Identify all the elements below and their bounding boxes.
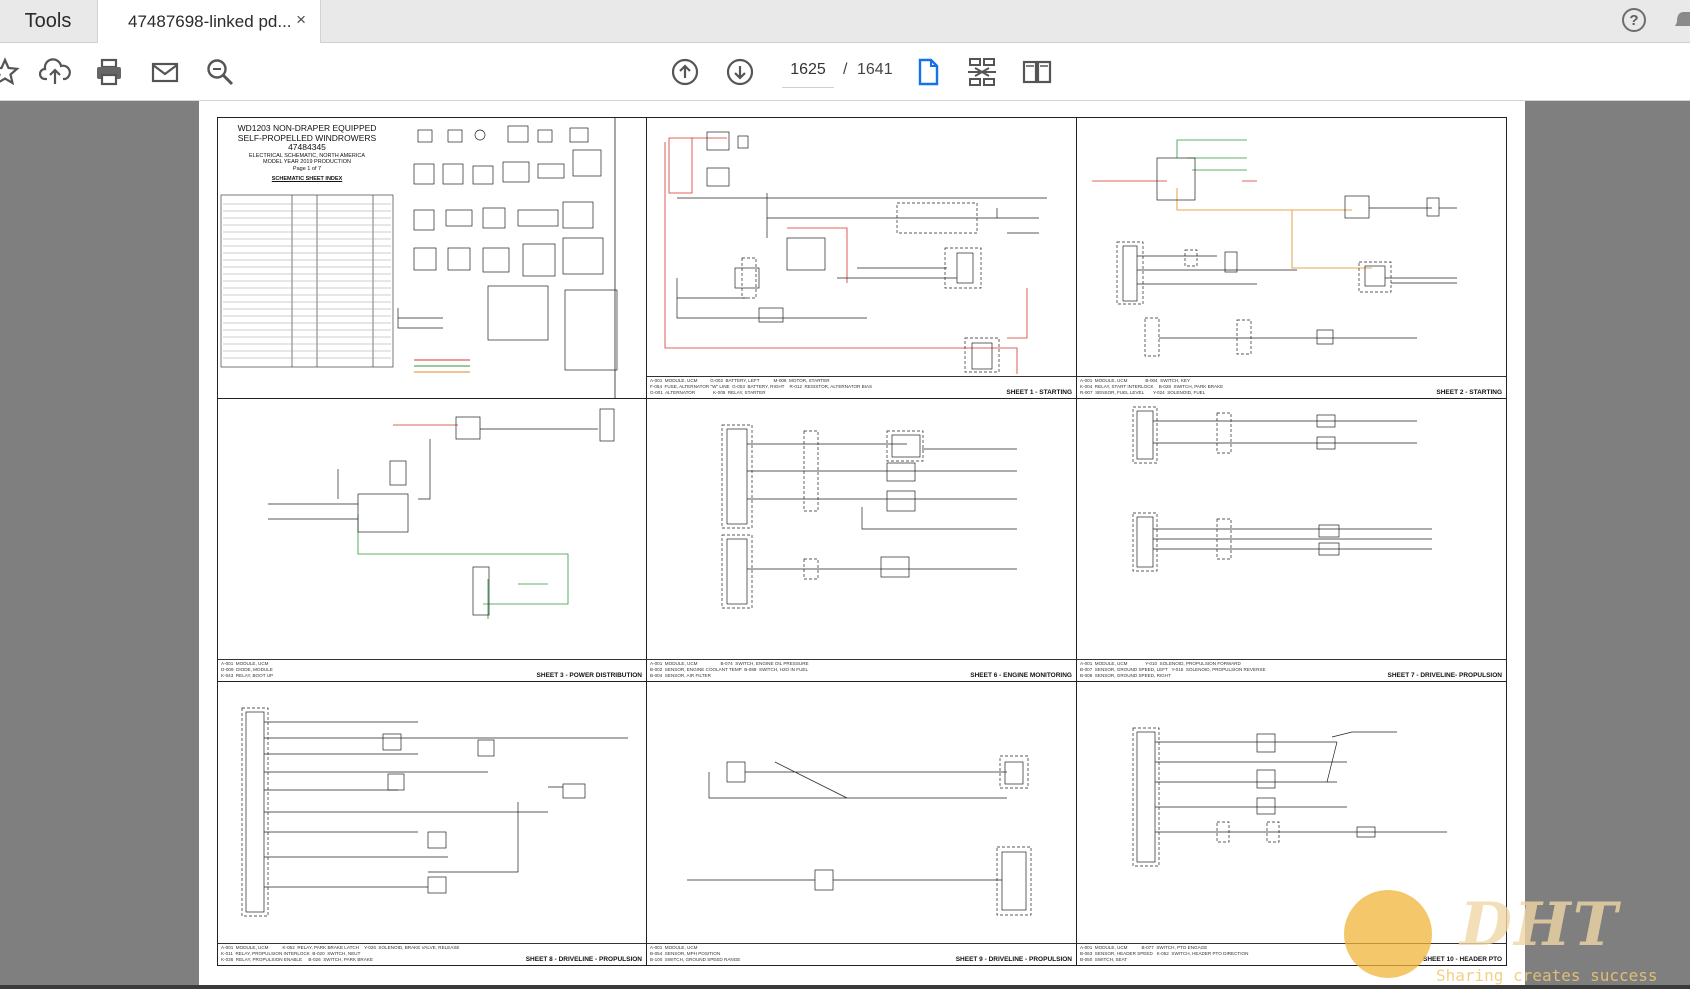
- close-icon[interactable]: ×: [296, 10, 306, 29]
- star-icon[interactable]: [0, 55, 22, 89]
- cover-sub-1: ELECTRICAL SCHEMATIC, NORTH AMERICA: [248, 152, 366, 159]
- single-page-icon[interactable]: [911, 55, 945, 89]
- sheet-8-legend: A-001 MODULE, UCM K-052 RELAY, PARK BRAK…: [221, 945, 460, 962]
- mail-icon[interactable]: [148, 55, 182, 89]
- sheet-8-footer: A-001 MODULE, UCM K-052 RELAY, PARK BRAK…: [218, 943, 646, 965]
- watermark-brand: DHT: [1460, 890, 1620, 960]
- document-viewport[interactable]: WD1203 NON-DRAPER EQUIPPED SELF-PROPELLE…: [0, 101, 1690, 989]
- sheet-8-title: SHEET 8 - DRIVELINE - PROPULSION: [525, 956, 642, 963]
- sheet-6: A-001 MODULE, UCM B-074 SWITCH, ENGINE O…: [646, 398, 1077, 682]
- tab-document[interactable]: 47487698-linked pd... ×: [97, 0, 321, 43]
- sheet-2-legend: A-001 MODULE, UCM B-004 SWITCH, KEY K-00…: [1080, 378, 1224, 395]
- two-page-icon[interactable]: [1020, 55, 1054, 89]
- sheet-9-footer: A-001 MODULE, UCM B-054 SENSOR, MPH POSI…: [647, 943, 1076, 965]
- cover-sub-2: MODEL YEAR 2019 PRODUCTION: [262, 159, 352, 165]
- sheet-1-title: SHEET 1 - STARTING: [1006, 389, 1072, 396]
- tab-document-label: 47487698-linked pd...: [128, 11, 292, 31]
- tab-bar: Tools 47487698-linked pd... × ?: [0, 0, 1690, 43]
- sheet-1-schematic: [664, 131, 1047, 374]
- sheet-3-schematic: [268, 408, 615, 619]
- index-heading: SCHEMATIC SHEET INDEX: [271, 176, 343, 182]
- sheet-3-title: SHEET 3 - POWER DISTRIBUTION: [536, 672, 642, 679]
- sheet-8-schematic: [241, 707, 628, 917]
- dht-watermark: DHT Sharing creates success: [1340, 890, 1690, 989]
- sheet-3-footer: A-001 MODULE, UCM D-009 DIODE, MODULE K-…: [218, 659, 646, 681]
- sheet-8: A-001 MODULE, UCM K-052 RELAY, PARK BRAK…: [217, 681, 647, 966]
- sheet-9-title: SHEET 9 - DRIVELINE - PROPULSION: [955, 956, 1072, 963]
- sheet-2-schematic: [1092, 139, 1457, 357]
- sheet-2: A-001 MODULE, UCM B-004 SWITCH, KEY K-00…: [1076, 117, 1507, 399]
- watermark-slogan: Sharing creates success: [1436, 966, 1658, 985]
- sheet-2-title: SHEET 2 - STARTING: [1436, 389, 1502, 396]
- sheet-1-legend: A-001 MODULE, UCM G-002 BATTERY, LEFT M-…: [650, 378, 873, 395]
- sheet-10-legend: A-001 MODULE, UCM B-077 SWITCH, PTO ENGA…: [1080, 945, 1249, 962]
- page-number-input[interactable]: 1625: [782, 53, 834, 88]
- total-pages: 1641: [857, 61, 893, 78]
- sheet-7-footer: A-001 MODULE, UCM Y-010 SOLENOID, PROPUL…: [1077, 659, 1506, 681]
- page-up-icon[interactable]: [668, 55, 702, 89]
- sheet-2-footer: A-001 MODULE, UCM B-004 SWITCH, KEY K-00…: [1077, 376, 1506, 398]
- sheet-9-schematic: [687, 755, 1032, 916]
- page-down-icon[interactable]: [723, 55, 757, 89]
- pdf-page: WD1203 NON-DRAPER EQUIPPED SELF-PROPELLE…: [199, 101, 1525, 987]
- sheet-10-title: SHEET 10 - HEADER PTO: [1423, 956, 1502, 963]
- cover-drawing: [220, 118, 618, 398]
- sheet-6-legend: A-001 MODULE, UCM B-074 SWITCH, ENGINE O…: [650, 661, 809, 678]
- cover-title-3: 47484345: [288, 142, 326, 152]
- sheet-7-legend: A-001 MODULE, UCM Y-010 SOLENOID, PROPUL…: [1080, 661, 1266, 678]
- cover-title-2: SELF-PROPELLED WINDROWERS: [237, 132, 377, 143]
- sheet-1-footer: A-001 MODULE, UCM G-002 BATTERY, LEFT M-…: [647, 376, 1076, 398]
- sheet-7-title: SHEET 7 - DRIVELINE- PROPULSION: [1387, 672, 1503, 679]
- sheet-10-schematic: [1132, 727, 1447, 867]
- sheet-9: A-001 MODULE, UCM B-054 SENSOR, MPH POSI…: [646, 681, 1077, 966]
- dht-logo-icon: [1344, 890, 1432, 978]
- sheet-1: A-001 MODULE, UCM G-002 BATTERY, LEFT M-…: [646, 117, 1077, 399]
- bell-icon[interactable]: [1674, 8, 1690, 32]
- sheet-6-title: SHEET 6 - ENGINE MONITORING: [970, 672, 1072, 679]
- help-icon[interactable]: ?: [1622, 8, 1646, 32]
- cover-title-1: WD1203 NON-DRAPER EQUIPPED: [237, 123, 377, 133]
- cover-sheet: WD1203 NON-DRAPER EQUIPPED SELF-PROPELLE…: [217, 117, 647, 399]
- sheet-7: A-001 MODULE, UCM Y-010 SOLENOID, PROPUL…: [1076, 398, 1507, 682]
- taskbar-strip: [0, 985, 1690, 989]
- toolbar: 1625 / 1641: [0, 43, 1690, 101]
- zoom-icon[interactable]: [203, 55, 237, 89]
- fit-page-icon[interactable]: [965, 55, 999, 89]
- sheet-6-footer: A-001 MODULE, UCM B-074 SWITCH, ENGINE O…: [647, 659, 1076, 681]
- cover-title-block: WD1203 NON-DRAPER EQUIPPED SELF-PROPELLE…: [218, 123, 396, 182]
- sheet-10-footer: A-001 MODULE, UCM B-077 SWITCH, PTO ENGA…: [1077, 943, 1506, 965]
- cover-sub-3: Page 1 of 7: [292, 165, 322, 172]
- sheet-6-schematic: [721, 424, 1017, 609]
- sheet-9-legend: A-001 MODULE, UCM B-054 SENSOR, MPH POSI…: [650, 945, 741, 962]
- tab-tools[interactable]: Tools: [0, 0, 96, 42]
- sheet-10: A-001 MODULE, UCM B-077 SWITCH, PTO ENGA…: [1076, 681, 1507, 966]
- print-icon[interactable]: [92, 55, 126, 89]
- page-separator: /: [843, 61, 848, 78]
- sheet-3: A-001 MODULE, UCM D-009 DIODE, MODULE K-…: [217, 398, 647, 682]
- sheet-7-schematic: [1132, 406, 1432, 572]
- sheet-3-legend: A-001 MODULE, UCM D-009 DIODE, MODULE K-…: [221, 661, 274, 678]
- upload-icon[interactable]: [38, 55, 72, 89]
- tab-tools-label: Tools: [24, 9, 72, 32]
